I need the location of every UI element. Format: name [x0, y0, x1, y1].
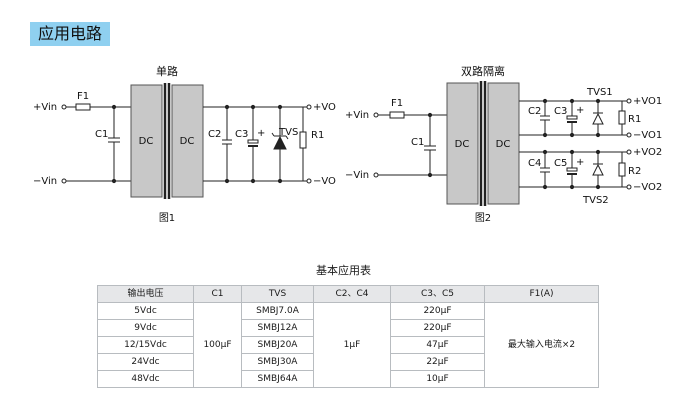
cell-c3-c5: 220μF: [390, 302, 485, 320]
c2-vin-neg-label: −Vin: [345, 170, 369, 181]
c1-tvs-label: TVS: [278, 127, 298, 138]
cell-tvs: SMBJ64A: [241, 370, 314, 388]
c2-c4-label: C4: [528, 158, 541, 169]
cell-c1: 100μF: [193, 302, 242, 388]
c2-c3-label: C3: [554, 106, 567, 117]
table-caption: 基本应用表: [316, 264, 371, 277]
c1-r1-label: R1: [311, 130, 324, 141]
cell-output-voltage: 24Vdc: [97, 353, 194, 371]
header-c2-c4: C2、C4: [313, 285, 391, 303]
c2-vo2-neg-label: −VO2: [633, 182, 662, 193]
cell-c2-c4: 1μF: [313, 302, 391, 388]
c2-c5-label: C5: [554, 158, 567, 169]
header-f1: F1(A): [484, 285, 599, 303]
c2-vo1-pos-label: +VO1: [633, 96, 662, 107]
circuit2-title: 双路隔离: [461, 64, 505, 78]
c1-vin-neg-label: −Vin: [33, 176, 57, 187]
c1-vo-pos-label: +VO: [313, 102, 336, 113]
c2-c3-plus: +: [576, 105, 584, 116]
cell-f1: 最大输入电流×2: [484, 302, 599, 388]
cell-c3-c5: 47μF: [390, 336, 485, 354]
table-row: 48Vdc SMBJ64A 10μF: [97, 370, 599, 388]
c2-tvs1-label: TVS1: [586, 87, 613, 98]
header-output-voltage: 输出电压: [97, 285, 194, 303]
table-row: 5Vdc 100μF SMBJ7.0A 1μF 220μF 最大输入电流×2: [97, 302, 599, 388]
c1-dc-in-label: DC: [139, 136, 154, 147]
circuit1-fig-label: 图1: [159, 212, 175, 224]
c2-c2-label: C2: [528, 106, 541, 117]
cell-tvs: SMBJ12A: [241, 319, 314, 337]
circuit2-fig-label: 图2: [475, 212, 491, 224]
table-header-row: 输出电压 C1 TVS C2、C4 C3、C5 F1(A): [97, 285, 599, 303]
c2-tvs2-label: TVS2: [582, 195, 609, 206]
c2-dc-out-label: DC: [496, 139, 511, 150]
circuit-single: 单路 +Vin −Vin F1 C1 DC DC +VO −VO: [33, 65, 336, 224]
basic-application-table: 输出电压 C1 TVS C2、C4 C3、C5 F1(A) 5Vdc 100μF…: [97, 285, 599, 388]
cell-tvs: SMBJ20A: [241, 336, 314, 354]
cell-c3-c5: 10μF: [390, 370, 485, 388]
cell-tvs: SMBJ30A: [241, 353, 314, 371]
table-row: 9Vdc SMBJ12A 220μF: [97, 319, 599, 337]
c2-r2-label: R2: [628, 166, 641, 177]
c1-f1-label: F1: [77, 91, 89, 102]
cell-output-voltage: 48Vdc: [97, 370, 194, 388]
c1-c3-label: C3: [235, 129, 248, 140]
cell-c3-c5: 22μF: [390, 353, 485, 371]
c1-c2-label: C2: [208, 129, 221, 140]
cell-tvs: SMBJ7.0A: [241, 302, 314, 320]
c2-c5-plus: +: [576, 157, 584, 168]
circuit-dual-isolated: 双路隔离 +Vin −Vin F1 C1 DC DC +VO1 −VO1: [345, 64, 662, 224]
c2-dc-in-label: DC: [455, 139, 470, 150]
c1-vin-pos-label: +Vin: [33, 102, 57, 113]
cell-output-voltage: 9Vdc: [97, 319, 194, 337]
c2-c1-label: C1: [411, 137, 424, 148]
section-title: 应用电路: [30, 22, 111, 46]
c2-vin-pos-label: +Vin: [345, 110, 369, 121]
cell-c3-c5: 220μF: [390, 319, 485, 337]
c2-r1-label: R1: [628, 114, 641, 125]
header-tvs: TVS: [241, 285, 314, 303]
table-row: 24Vdc SMBJ30A 22μF: [97, 353, 599, 371]
cell-output-voltage: 5Vdc: [97, 302, 194, 320]
circuit1-title: 单路: [156, 65, 178, 78]
cell-output-voltage: 12/15Vdc: [97, 336, 194, 354]
header-c3-c5: C3、C5: [390, 285, 485, 303]
c1-dc-out-label: DC: [180, 136, 195, 147]
application-circuits: 单路 +Vin −Vin F1 C1 DC DC +VO −VO: [33, 64, 662, 224]
c2-vo1-neg-label: −VO1: [633, 130, 662, 141]
c1-c1-label: C1: [95, 129, 108, 140]
c1-vo-neg-label: −VO: [313, 176, 336, 187]
header-c1: C1: [193, 285, 242, 303]
c2-vo2-pos-label: +VO2: [633, 147, 662, 158]
c1-c3-plus: +: [257, 128, 265, 139]
c2-f1-label: F1: [391, 98, 403, 109]
